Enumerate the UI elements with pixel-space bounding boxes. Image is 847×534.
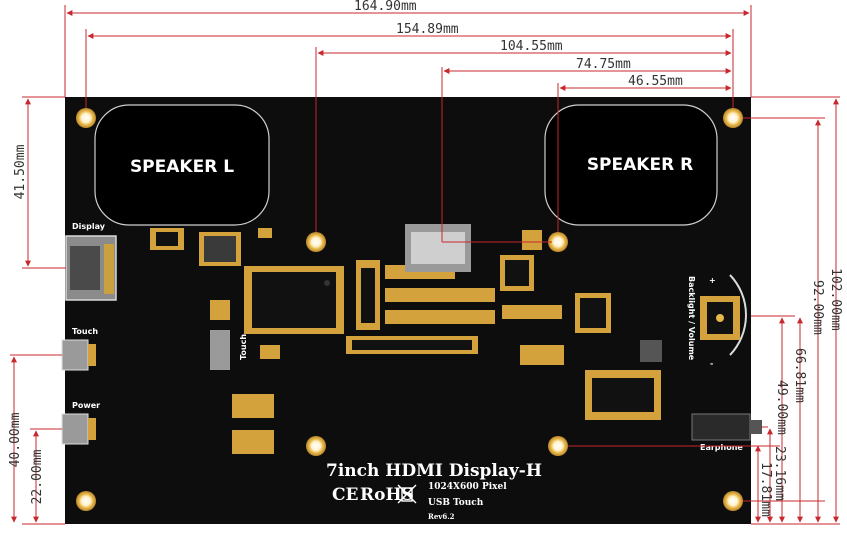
hole-low-1 xyxy=(306,436,326,456)
chip-touch-text: Touch xyxy=(239,334,248,360)
dimension-labels: 164.90mm 154.89mm 104.55mm 74.75mm 46.55… xyxy=(8,0,843,517)
touch-usb-port: Touch xyxy=(61,327,98,371)
label-74-75: 74.75mm xyxy=(576,57,631,72)
knob-plus-sign: + xyxy=(709,276,716,285)
label-66-81: 66.81mm xyxy=(792,348,807,403)
main-ic xyxy=(244,266,344,334)
hole-bottom-right xyxy=(723,491,743,511)
hole-bottom-left xyxy=(76,491,96,511)
ce-mark: CE xyxy=(332,485,359,505)
label-46-55: 46.55mm xyxy=(628,74,683,89)
speaker-left-label: SPEAKER L xyxy=(130,157,234,177)
hole-top-left xyxy=(76,108,96,128)
backlight-volume-knob: + - Backlight / Volume xyxy=(687,274,747,368)
hole-top-right xyxy=(723,108,743,128)
label-49-00: 49.00mm xyxy=(774,380,789,435)
label-104-55: 104.55mm xyxy=(500,39,563,54)
weee-bin-icon xyxy=(397,484,417,504)
hole-mid-1 xyxy=(306,232,326,252)
board-title: 7inch HDMI Display-H xyxy=(326,461,542,481)
speaker-right-label: SPEAKER R xyxy=(587,155,693,175)
label-17-81: 17.81mm xyxy=(758,462,773,517)
label-40-00: 40.00mm xyxy=(8,412,23,467)
hole-mid-2 xyxy=(548,232,568,252)
rev-text: Rev6.2 xyxy=(428,512,455,521)
label-22-00: 22.00mm xyxy=(30,449,45,504)
label-102-00: 102.00mm xyxy=(828,268,843,331)
port-power-label: Power xyxy=(72,401,100,410)
label-154-89: 154.89mm xyxy=(396,22,459,37)
mounting-holes xyxy=(76,108,743,511)
speaker-left: SPEAKER L xyxy=(94,104,270,226)
dimension-lines xyxy=(10,5,840,525)
label-41-50: 41.50mm xyxy=(13,144,28,199)
port-touch-label: Touch xyxy=(72,327,98,336)
touch-chip-label: Touch xyxy=(239,334,248,360)
speaker-right: SPEAKER R xyxy=(544,104,718,226)
smd-components xyxy=(150,224,662,454)
label-23-16: 23.16mm xyxy=(772,446,787,501)
knob-minus-sign: - xyxy=(710,359,713,368)
board-title-block: 7inch HDMI Display-H CE RoHS 1024X600 Pi… xyxy=(326,461,542,521)
hdmi-port: Display xyxy=(65,222,117,301)
earphone-label: Earphone xyxy=(700,443,743,452)
port-display-label: Display xyxy=(72,222,106,231)
hole-low-2 xyxy=(548,436,568,456)
label-164-90: 164.90mm xyxy=(354,0,417,14)
knob-label: Backlight / Volume xyxy=(687,276,696,361)
usb-text: USB Touch xyxy=(428,498,484,508)
resolution-text: 1024X600 Pixel xyxy=(428,482,507,492)
label-92-00: 92.00mm xyxy=(810,280,825,335)
earphone-jack: Earphone xyxy=(691,413,762,452)
